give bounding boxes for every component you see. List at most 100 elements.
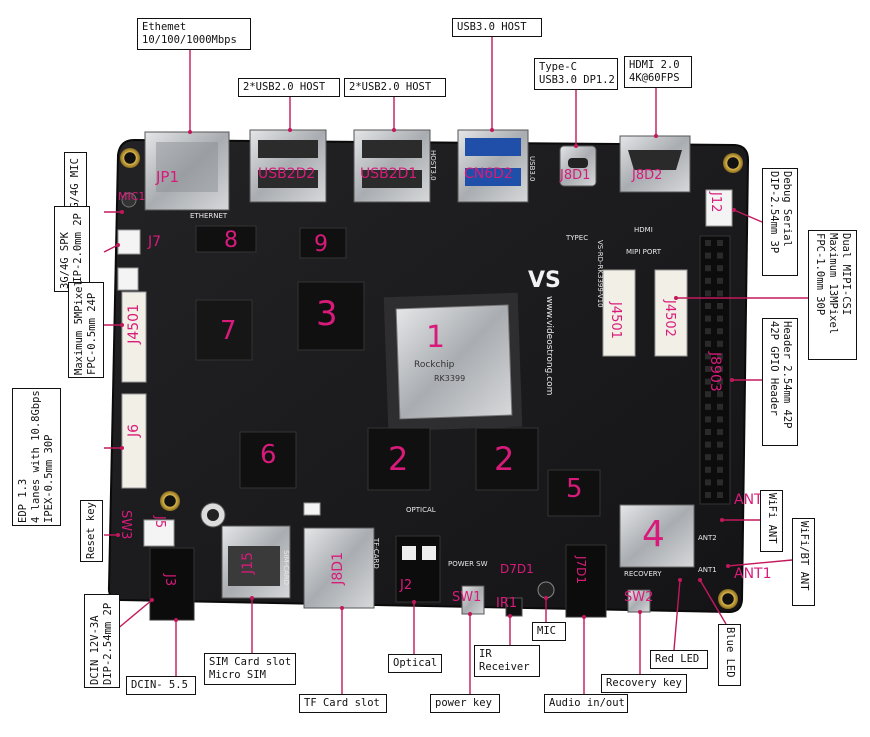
small-connectors [117,192,321,547]
gpio-pin [705,328,711,335]
callout-header-line2: 42P GPIO Header [768,321,780,416]
callout-audio-line1: Audio in/out [549,697,625,709]
leader-end [508,614,512,618]
leader-end [392,128,396,132]
callout-sim-line1: SIM Card slot [209,656,292,668]
silk-soc: RK3399 [434,374,466,383]
callout-debug-line1: Debug Serial [781,171,793,247]
callout-4g-spk-line1: 3G/4G SPK [59,232,71,289]
typec-port-shape [559,145,597,187]
leader-end [340,606,344,610]
callout-mipi: Dual MIPI-CSI Maximum 13MPixel FPC-1.0mm… [808,230,857,360]
gpio-pin [717,328,723,335]
silk-host: HOST3.0 [429,150,437,181]
leader-line [733,209,763,223]
callout-mipi-line2: Maximum 13MPixel [827,233,839,335]
gpio-pin [705,403,711,410]
callout-optical-line1: Optical [393,657,438,669]
leader-end [120,446,124,450]
callout-optical: Optical [388,654,442,673]
gpio-pin [717,441,723,448]
gpio-pin [705,416,711,423]
leader-line [103,244,119,253]
usb2-stack-b-shape [353,129,431,203]
leader-end [120,210,124,214]
gpio-pin [705,479,711,486]
callout-mipi-line3: FPC-1.0mm 30P [814,233,826,316]
gpio-pin [705,315,711,322]
bottom-components [149,525,651,621]
leader-line [673,579,681,651]
gpio-pin [705,252,711,259]
callout-typec: Type-C USB3.0 DP1.2 [534,58,618,90]
debug-serial-shape [705,189,733,227]
callout-hdmi: HDMI 2.0 4K@60FPS [624,56,692,88]
gpio-pin [705,353,711,360]
callout-wifibt-line1: WiFi/BT ANT [798,521,810,591]
leader-end [544,596,548,600]
silk-ethernet: ETHERNET [190,212,228,220]
gpio-pin [717,479,723,486]
callout-usb2-b-line1: 2*USB2.0 HOST [349,81,432,93]
leader-end [468,612,472,616]
gpio-pin [717,366,723,372]
callout-usb2-a: 2*USB2.0 HOST [238,78,340,97]
leader-end [174,618,178,622]
gpio-pin [717,277,723,284]
gpio-pin [717,265,723,272]
callout-reset-line1: Reset key [85,502,97,559]
leader-end [574,144,578,148]
mounting-holes [120,148,743,609]
gpio-header-shape [699,235,731,505]
gpio-pin [717,240,723,246]
gpio-pin [717,378,723,385]
callout-header-line1: Header 2.54mm 42P [781,321,793,429]
callout-debug: Debug Serial DIP-2.54mm 3P [762,168,798,276]
gpio-pin [717,429,723,435]
callout-usb2-a-line1: 2*USB2.0 HOST [243,81,326,93]
callout-wifi: WiFi ANT [760,490,783,552]
callout-mic: MIC [532,622,566,641]
callout-camera: Maximum 5MPixel FPC-0.5mm 24P [68,280,104,378]
callout-dcin-line2: DIP-2.54mm 2P [102,602,114,685]
gpio-pin [717,252,723,259]
gpio-pin [705,429,711,435]
silk-site: www.videostrong.com [544,296,554,396]
gpio-pin [705,391,711,398]
callout-sim-line2: Micro SIM [209,669,266,681]
callout-blue-led-line1: Blue LED [724,627,736,678]
hdmi-port-shape [619,135,691,193]
callout-wifi-line1: WiFi ANT [766,493,778,544]
callout-ethernet-line2: 10/100/1000Mbps [142,34,237,46]
silk-model: VS-RD-RK3399-V10 [596,240,604,308]
callout-ir-line1: IR [479,648,492,660]
gpio-pin [705,290,711,297]
callout-recovery-line1: Recovery key [606,677,682,689]
silk-ant1: ANT1 [698,566,717,574]
leader-end [120,323,124,327]
callout-typec-line1: Type-C [539,61,577,73]
silk-tf-card: TF-CARD [372,538,380,569]
gpio-pin [717,403,723,410]
callout-debug-line2: DIP-2.54mm 3P [768,171,780,254]
gpio-pin [705,277,711,284]
silk-typec: TYPEC [566,234,589,242]
callout-ethernet: Ethemet 10/100/1000Mbps [137,18,251,50]
leader-end [582,615,586,619]
silk-optical: OPTICAL [406,506,436,514]
callout-ir-line2: Receiver [479,661,530,673]
gpio-pin [717,492,723,498]
leader-end [730,378,734,382]
leader-end [150,598,154,602]
callout-edp-line1: EDP 1.3 [17,478,29,523]
gpio-pin [717,290,723,297]
silk-ant2: ANT2 [698,534,717,542]
gpio-pin [705,378,711,385]
callout-ethernet-line1: Ethemet [142,21,187,33]
callout-wifibt: WiFi/BT ANT [792,518,815,606]
leader-end [732,208,736,212]
callout-dcin: DCIN 12V-3A DIP-2.54mm 2P [84,594,120,688]
silk-mipi-port: MIPI PORT [626,248,661,256]
callout-edp-line2: 4 lanes with 10.8Gbps [30,390,42,523]
